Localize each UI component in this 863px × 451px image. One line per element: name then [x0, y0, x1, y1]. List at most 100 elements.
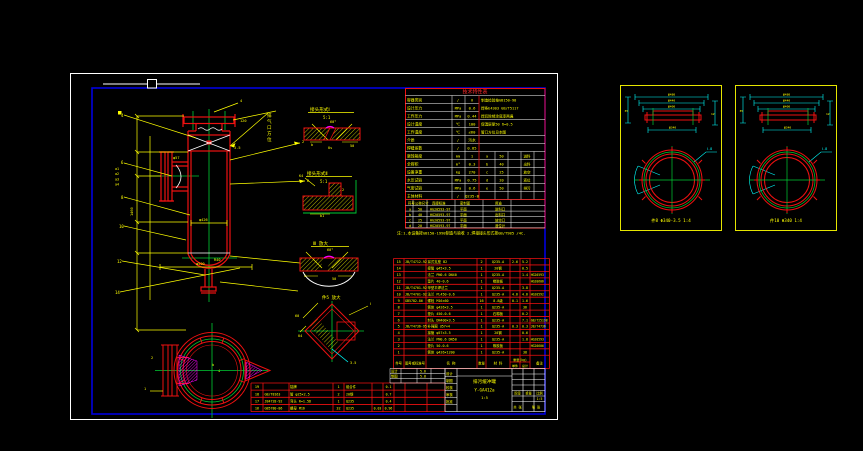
- detail-a-caption: 件8 Φ340-3.5 1:4: [651, 217, 691, 224]
- cell-text: 2.6: [512, 260, 518, 264]
- cell-text: 气: [267, 118, 272, 125]
- bolt-tick: [221, 397, 225, 404]
- cell-text: 平面: [460, 212, 467, 217]
- cell-text: 平面: [460, 223, 467, 228]
- cell-text: 16: [255, 407, 259, 411]
- cell-text: 校核: [446, 385, 453, 390]
- cell-text: 1: [480, 351, 482, 355]
- cell-text: 1: [480, 267, 482, 271]
- cell-text: 1: [480, 305, 482, 309]
- cell-text: 1.8: [522, 338, 528, 342]
- cell-text: HG20593: [531, 338, 544, 342]
- cell-text: JB/T4736: [531, 325, 546, 329]
- cell-text: 备注: [536, 361, 543, 366]
- cell-text: Q235: [346, 407, 354, 411]
- cell-text: JB/T4712-92: [405, 260, 427, 264]
- detail-scale: 5:1: [323, 115, 331, 120]
- weld-hatch-right: [245, 361, 263, 380]
- cell-text: 设备净重: [407, 169, 422, 174]
- cell-text: mm: [456, 154, 460, 158]
- cell-text: 法兰 PN0.6 DN40: [428, 272, 457, 277]
- cell-text: 0.3: [469, 161, 476, 166]
- cell-text: 0.96: [385, 407, 393, 411]
- general-note: 注:1.本设备按GB150-1998制造与验收 2.焊接接头形式按GB/T985…: [397, 231, 526, 236]
- cell-text: 1: [398, 351, 400, 355]
- cell-text: 甲型平焊法兰: [428, 285, 449, 290]
- cell-text: c: [486, 170, 488, 174]
- cell-text: 0.5: [522, 267, 528, 271]
- cell-text: φ57: [173, 156, 180, 160]
- cell-text: 12: [117, 259, 122, 264]
- cell-text: Ⅰ: [370, 302, 371, 306]
- cell-text: 15: [397, 260, 401, 264]
- cell-text: kg: [456, 170, 460, 174]
- cell-text: 图号或标准号: [405, 361, 425, 366]
- cell-text: 0.44: [467, 113, 477, 118]
- cell-text: b: [311, 143, 313, 147]
- cell-text: Q235-A: [492, 325, 504, 329]
- cell-text: 橡胶板: [493, 279, 504, 284]
- bolt-tick: [199, 337, 203, 344]
- cell-text: 数量: [478, 361, 485, 366]
- cell-text: 垫片 450-0.6: [428, 311, 451, 316]
- detail-title: 件5 放大: [322, 294, 341, 301]
- cell-text: 共 张: [513, 405, 522, 410]
- cell-text: 1: [480, 273, 482, 277]
- cell-text: 20钢: [346, 391, 354, 396]
- cell-text: 50: [418, 207, 422, 211]
- cell-text: 保温层厚50 δ=0.5: [481, 122, 513, 127]
- cell-text: /: [457, 138, 459, 142]
- cell-text: Q235-A: [492, 305, 504, 309]
- cell-text: Q235-A: [492, 273, 504, 277]
- cell-text: JB/T4701-92: [405, 292, 427, 296]
- cell-text: 制造检验按GB150-98: [481, 98, 516, 103]
- weld-detail-4: 件5 放大: [298, 294, 369, 363]
- cell-text: 8.8级: [493, 298, 503, 303]
- cell-text: 1.4: [522, 273, 528, 277]
- cell-text: 4: [240, 99, 242, 103]
- bolt-tick: [199, 397, 203, 404]
- cell-text: 0.03: [374, 407, 382, 411]
- detail-dim: φ440: [668, 99, 675, 103]
- cell-text: 16: [479, 299, 483, 303]
- cell-text: HG20593-97: [430, 224, 450, 228]
- cell-text: 补强圈 d57×4: [428, 324, 450, 329]
- cell-text: b1: [320, 214, 324, 218]
- cell-text: 25: [418, 219, 422, 223]
- detail-dim: φ400: [783, 105, 790, 109]
- centerlines: [151, 109, 237, 302]
- cell-text: 位: [267, 136, 272, 143]
- cell-text: a: [409, 207, 411, 211]
- cell-text: 设计温度: [407, 121, 422, 126]
- cell-text: 设计压力: [407, 105, 422, 110]
- detail-title: Ⅲ 放大: [313, 240, 329, 247]
- cell-text: 介质: [407, 137, 415, 142]
- cell-text: MPa: [455, 186, 462, 190]
- cell-text: 7.1: [522, 318, 528, 322]
- grid-line: [479, 95, 545, 144]
- cell-text: 0.1: [512, 299, 518, 303]
- cell-text: b: [486, 162, 488, 166]
- cell-text: 接管 φ45×3.5: [428, 266, 451, 271]
- cell-text: a2: [115, 172, 119, 176]
- cell-text: HG20592: [531, 292, 544, 296]
- cell-text: 密封面: [460, 200, 471, 205]
- cell-text: 4.6: [522, 292, 528, 296]
- cell-text: 20钢: [494, 266, 502, 271]
- cell-text: 工作温度: [407, 129, 422, 134]
- cell-text: 20钢: [494, 330, 502, 335]
- cell-text: 1460: [130, 207, 134, 216]
- detail-title: 接头形式Ⅰ: [310, 106, 330, 113]
- cell-text: 螺母 M16: [290, 406, 305, 411]
- cell-text: 40: [418, 213, 422, 217]
- cell-text: 1: [480, 312, 482, 316]
- drawing-number: Y-GA412a: [474, 388, 495, 393]
- cell-text: 1: [480, 344, 482, 348]
- detail-dim: 35: [740, 109, 744, 113]
- detail-dim: 12: [826, 112, 830, 116]
- cell-text: 6: [398, 318, 400, 322]
- cell-text: 1: [480, 286, 482, 290]
